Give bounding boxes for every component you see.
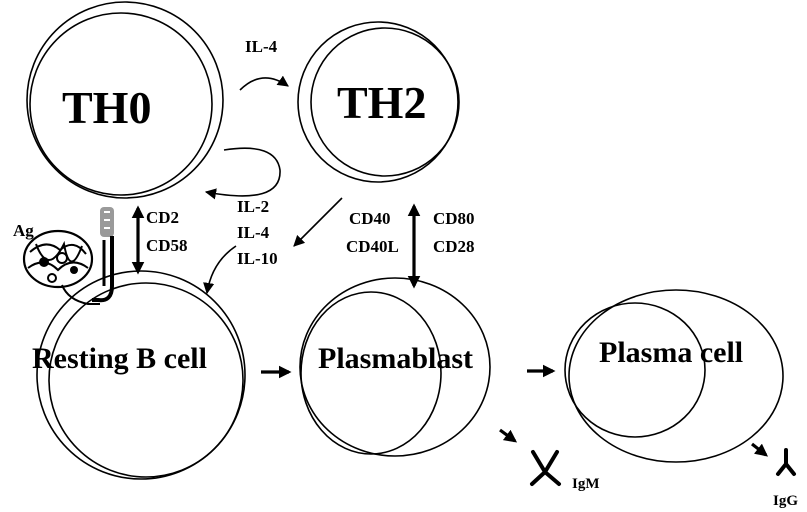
antigen-blob-icon <box>22 229 100 305</box>
il2-label: IL-2 <box>237 197 269 216</box>
cd58-label: CD58 <box>146 236 188 255</box>
il4-label: IL-4 <box>237 223 270 242</box>
plasmablast-cell <box>299 277 491 457</box>
cd28-label: CD28 <box>433 237 475 256</box>
igm-antibody-icon <box>530 450 561 486</box>
th2-label: TH2 <box>337 77 426 128</box>
plasmablast-label: Plasmablast <box>318 342 473 375</box>
ag-label: Ag <box>13 221 34 240</box>
th2-cytokine-arrow <box>293 197 343 247</box>
plasma-cell <box>564 289 784 463</box>
il10-label: IL-10 <box>237 249 278 268</box>
igg-label: IgG <box>773 493 798 509</box>
il2-loop-arrow <box>204 147 281 200</box>
igg-antibody-icon <box>776 448 796 476</box>
cd80-label: CD80 <box>433 209 475 228</box>
b-cell-receptor-icon <box>92 207 114 303</box>
resting-b-cell-label: Resting B cell <box>32 342 207 375</box>
th0-cell <box>26 1 224 199</box>
cd40l-label: CD40L <box>346 237 399 256</box>
plasma-cell-label: Plasma cell <box>599 336 743 369</box>
igg-secretion-arrow <box>751 442 769 457</box>
cd2-label: CD2 <box>146 208 179 227</box>
igm-label: IgM <box>572 476 600 492</box>
resting-b-cell <box>36 270 246 480</box>
th0-label: TH0 <box>62 82 151 133</box>
th2-cell <box>297 21 460 183</box>
cd40-label: CD40 <box>349 209 391 228</box>
igm-secretion-arrow <box>499 428 518 443</box>
cytokine-to-b-arrow <box>203 245 237 295</box>
il4-arrow <box>239 75 289 91</box>
il4-top-label: IL-4 <box>245 37 278 56</box>
